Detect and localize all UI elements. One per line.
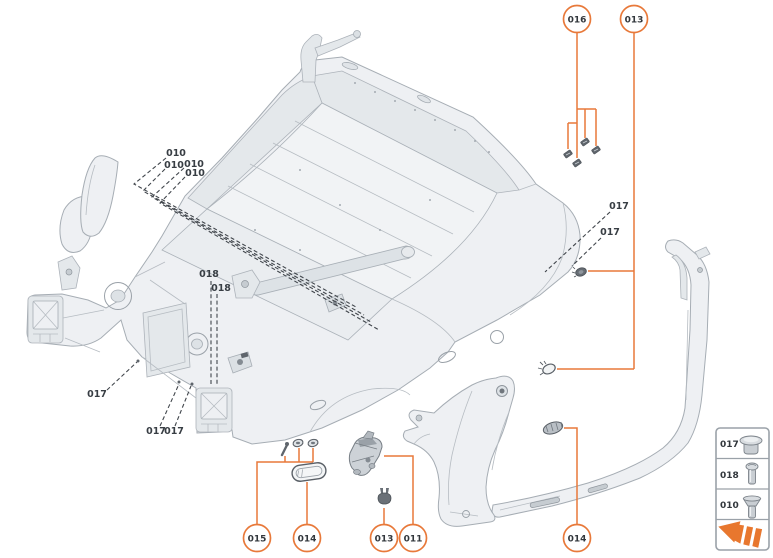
fasteners <box>136 137 601 505</box>
label-017: 017 <box>600 227 620 238</box>
callout-013-bottom[interactable]: 013 <box>369 523 399 553</box>
callout-014[interactable]: 014 <box>292 523 322 553</box>
circled-callouts: 016 013 015 014 013 011 014 <box>242 4 649 553</box>
legend-row-010: 010 <box>720 495 762 519</box>
chassis-body-drawing <box>26 30 581 445</box>
label-010: 010 <box>166 148 186 159</box>
leader-lines-dashed <box>106 157 611 427</box>
grommet-014 <box>542 421 564 435</box>
clip-016 <box>563 137 601 168</box>
label-018: 018 <box>199 269 219 280</box>
left-sail-panels <box>59 155 119 253</box>
label-017: 017 <box>87 389 107 400</box>
label-017: 017 <box>146 426 166 437</box>
svg-text:013: 013 <box>375 535 394 545</box>
legend-row-018: 018 <box>720 462 759 485</box>
svg-text:015: 015 <box>248 535 267 545</box>
svg-text:014: 014 <box>298 535 317 545</box>
callout-013[interactable]: 013 <box>619 4 649 34</box>
svg-text:013: 013 <box>625 16 644 26</box>
label-018: 018 <box>211 283 231 294</box>
mount-bracket-part-011 <box>348 430 383 476</box>
svg-text:011: 011 <box>404 535 423 545</box>
label-010: 010 <box>184 159 204 170</box>
label-010: 010 <box>185 168 205 179</box>
pan-head-screw-icon <box>745 462 759 485</box>
label-010: 010 <box>164 160 184 171</box>
fasteners-015 <box>280 438 319 457</box>
countersunk-screw-icon <box>742 495 762 519</box>
top-mount-bracket <box>300 30 361 83</box>
svg-text:017: 017 <box>720 440 739 450</box>
front-bulkhead <box>27 255 347 433</box>
lock-pillar-panel <box>402 375 515 527</box>
callout-016[interactable]: 016 <box>562 4 592 34</box>
grommet-013-lower <box>537 360 556 376</box>
plug-014 <box>291 462 327 482</box>
svg-text:014: 014 <box>568 535 587 545</box>
callout-011[interactable]: 011 <box>398 523 428 553</box>
callout-015[interactable]: 015 <box>242 523 272 553</box>
fastener-legend: 017 018 010 <box>715 427 770 551</box>
install-direction-arrow-icon <box>718 521 763 548</box>
svg-text:010: 010 <box>720 501 739 511</box>
clip-013-bottom <box>377 488 392 505</box>
label-017: 017 <box>609 201 629 212</box>
grommet-013-upper <box>571 266 587 278</box>
legend-row-017: 017 <box>720 435 763 455</box>
rivet-dots <box>254 82 490 251</box>
svg-text:016: 016 <box>568 16 587 26</box>
leader-lines-orange <box>256 33 635 524</box>
label-017: 017 <box>164 426 184 437</box>
plain-labels: 010 010 010 010 018 018 017 017 017 017 … <box>87 148 629 437</box>
callout-014-right[interactable]: 014 <box>562 523 592 553</box>
svg-text:018: 018 <box>720 471 739 481</box>
cap-nut-icon <box>739 435 763 455</box>
